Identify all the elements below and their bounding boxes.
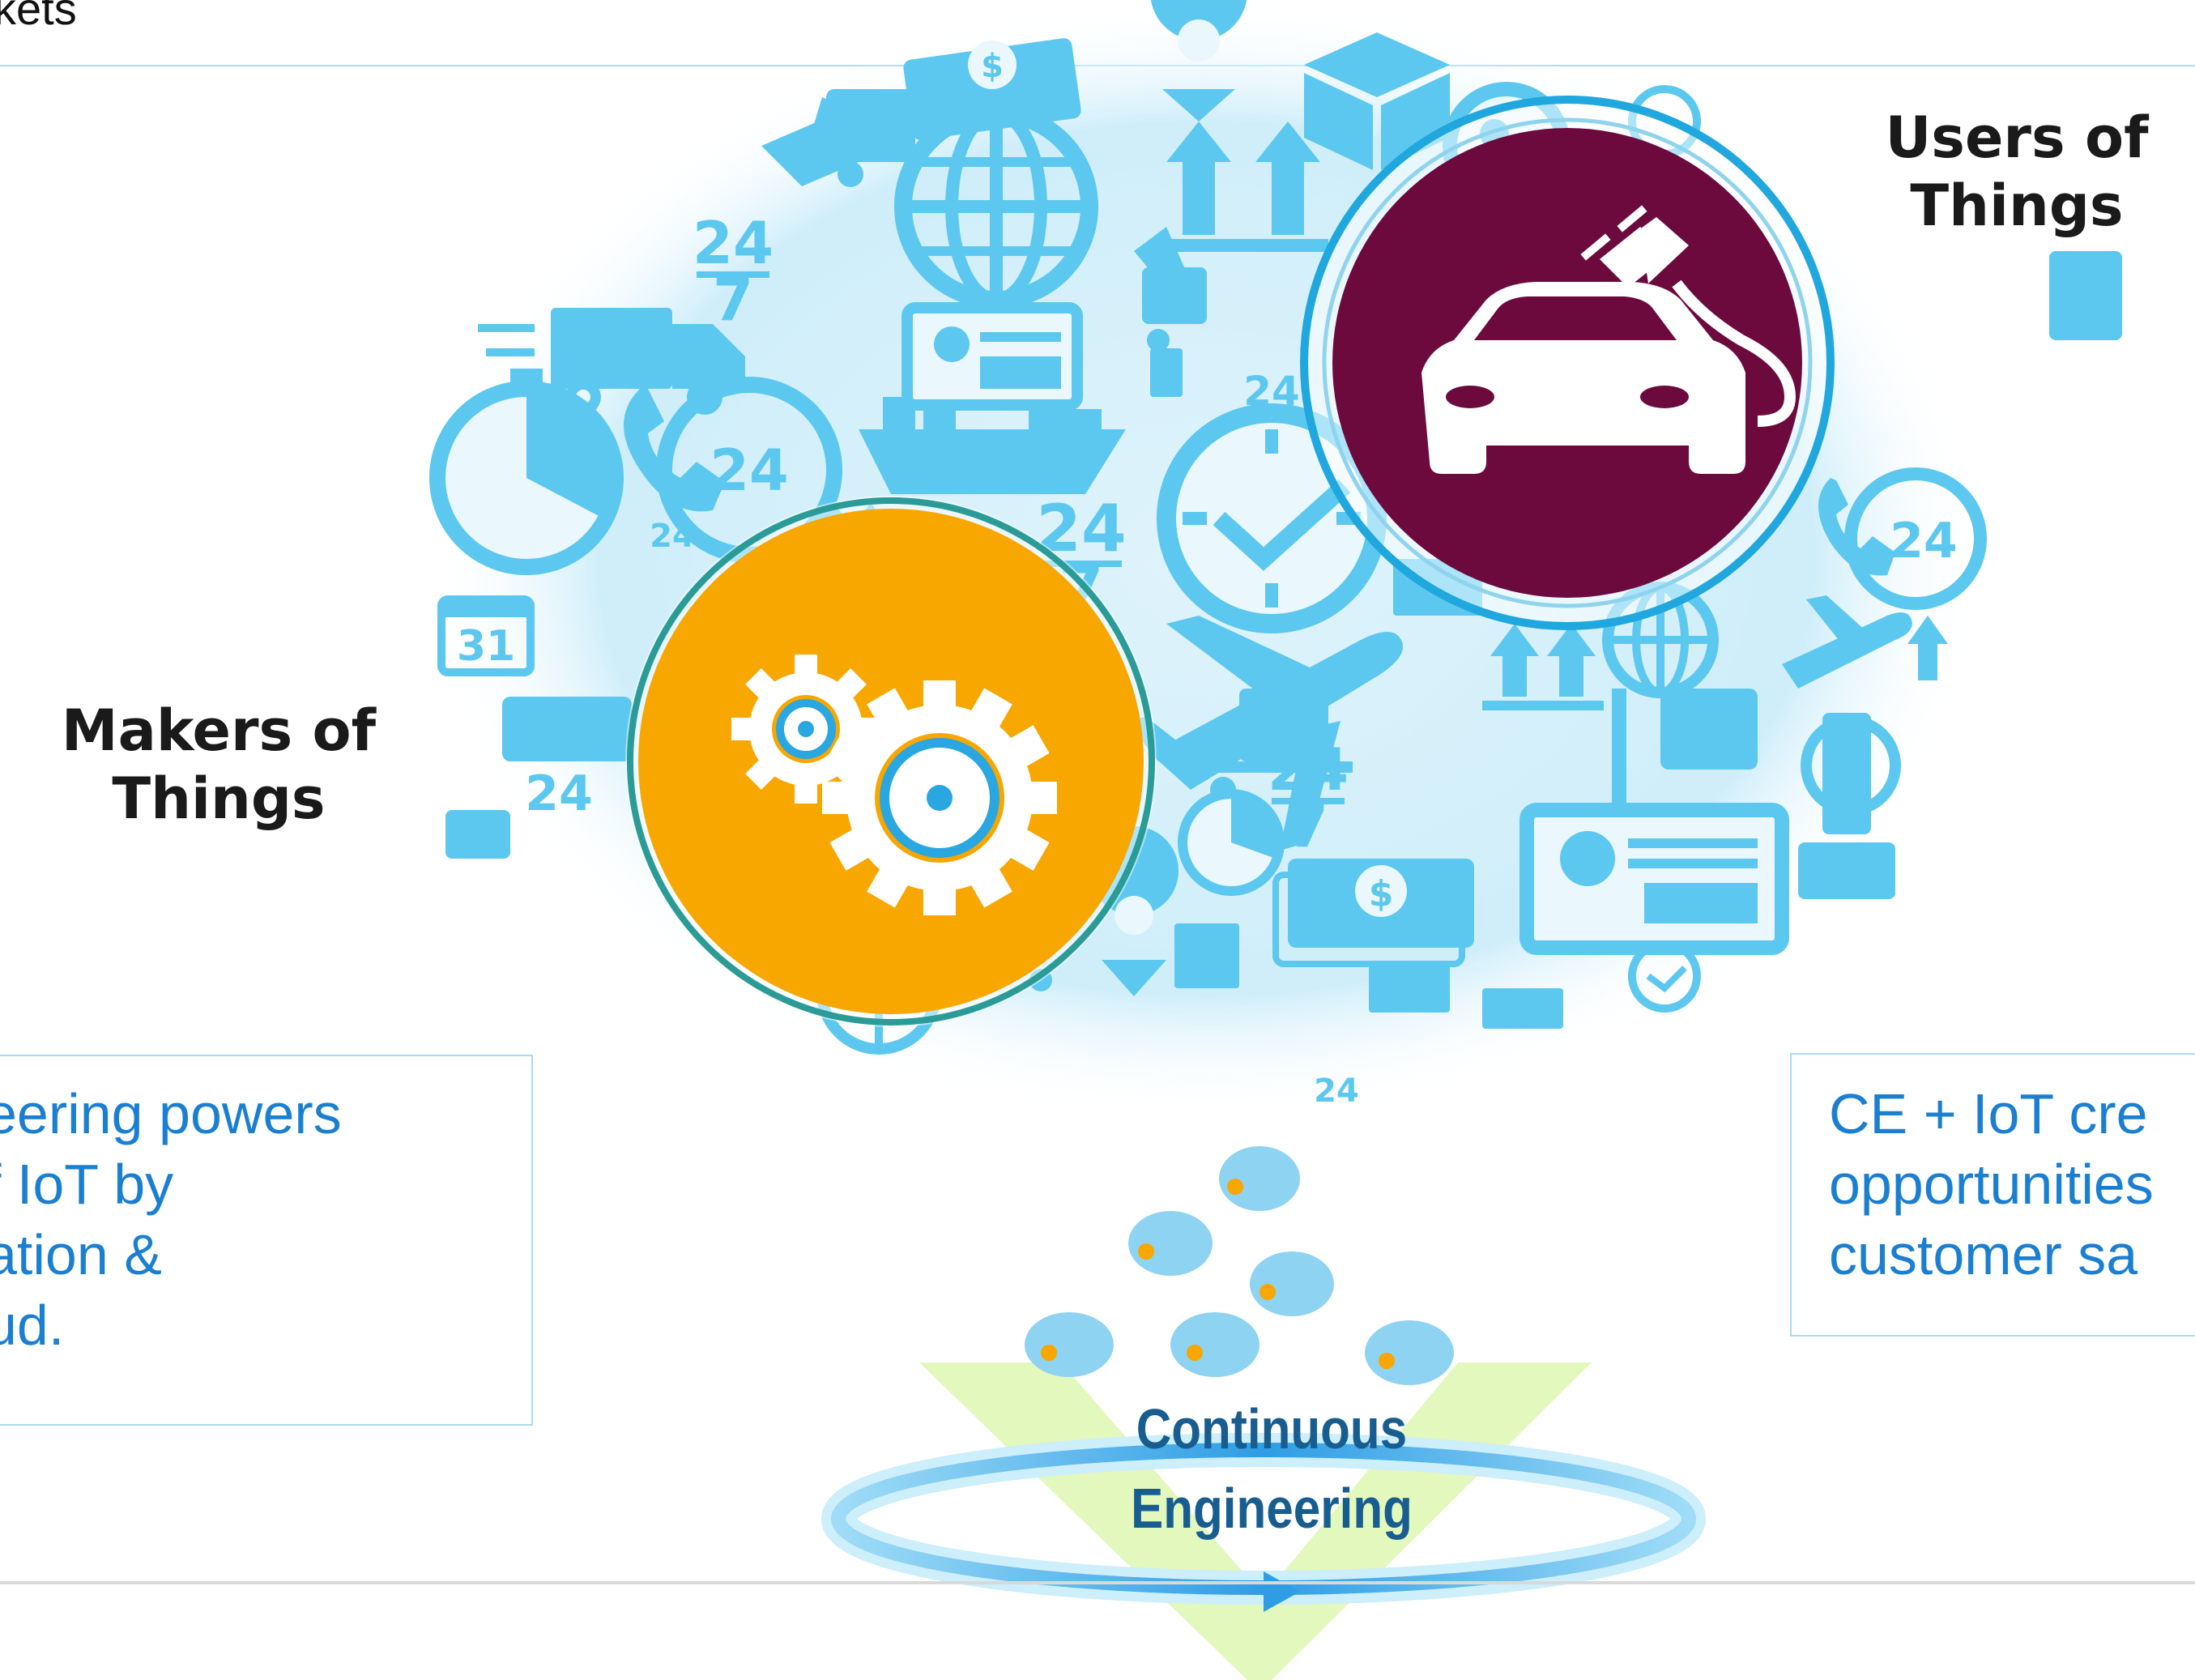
24-icon: 24 — [525, 765, 593, 822]
makers-of-things-label: Makers of Things — [61, 697, 377, 832]
mini-cloud-icon — [1219, 1146, 1300, 1211]
left-text-box: eering powers f IoT by ation & ud. — [0, 1055, 533, 1426]
car-plug-icon-group — [1300, 96, 1835, 630]
mini-cloud-icon — [1365, 1320, 1454, 1385]
mini-cloud-dots — [1025, 1146, 1454, 1385]
barcode-card-icon — [901, 302, 1083, 411]
arrows-up-icon — [1482, 624, 1604, 710]
24-7-icon: 24 — [693, 209, 774, 277]
mini-cloud-icon — [1025, 1312, 1114, 1377]
dollar-bill-icon: $ — [1272, 859, 1474, 967]
arrows-up-icon — [1907, 616, 1948, 680]
hand-truck-icon — [1612, 689, 1758, 841]
svg-text:$: $ — [1369, 873, 1394, 915]
24-icon: 24 — [650, 518, 695, 555]
calendar-icon: 31 — [437, 595, 535, 676]
location-pin-icon — [1150, 0, 1247, 122]
gears-icon-group — [625, 496, 1157, 1027]
stopwatch-icon — [1178, 789, 1285, 896]
svg-text:$: $ — [981, 48, 1004, 85]
mini-cloud-icon — [1128, 1211, 1213, 1276]
mini-cloud-icon — [1170, 1312, 1259, 1377]
24-7-icon: 24 — [1268, 736, 1349, 804]
globe-icon — [894, 104, 1098, 309]
mini-cloud-icon — [1250, 1251, 1334, 1316]
barcode-card-icon — [1519, 803, 1789, 955]
footer-divider — [0, 1581, 2195, 1584]
arrows-up-icon — [1158, 122, 1328, 252]
dollar-bill-icon: $ — [903, 38, 1081, 140]
phone-24-icon: 24 — [1818, 467, 1987, 610]
svg-text:24: 24 — [1890, 513, 1958, 569]
continuous-engineering-label: Continuous Engineering — [1131, 1397, 1413, 1540]
stopwatch-icon — [429, 369, 624, 575]
users-of-things-label: Users of Things — [1885, 104, 2149, 239]
right-text-box: CE + IoT cre opportunities customer sa — [1790, 1053, 2195, 1337]
airplane-icon — [1126, 616, 1403, 851]
phone-24-icon: 24 — [624, 377, 842, 563]
airplane-icon — [1782, 595, 1912, 689]
right-box-text: CE + IoT cre opportunities customer sa — [1829, 1082, 2154, 1286]
car-plug-icon — [1421, 205, 1796, 474]
slide-title-fragment: kets — [0, 0, 77, 34]
hand-truck-icon — [826, 89, 1207, 352]
svg-text:31: 31 — [457, 622, 515, 671]
svg-text:24: 24 — [710, 437, 788, 504]
left-box-text: eering powers f IoT by ation & ud. — [0, 1082, 342, 1357]
gears-icon — [731, 655, 1057, 915]
24-icon: 24 — [1314, 1072, 1359, 1110]
